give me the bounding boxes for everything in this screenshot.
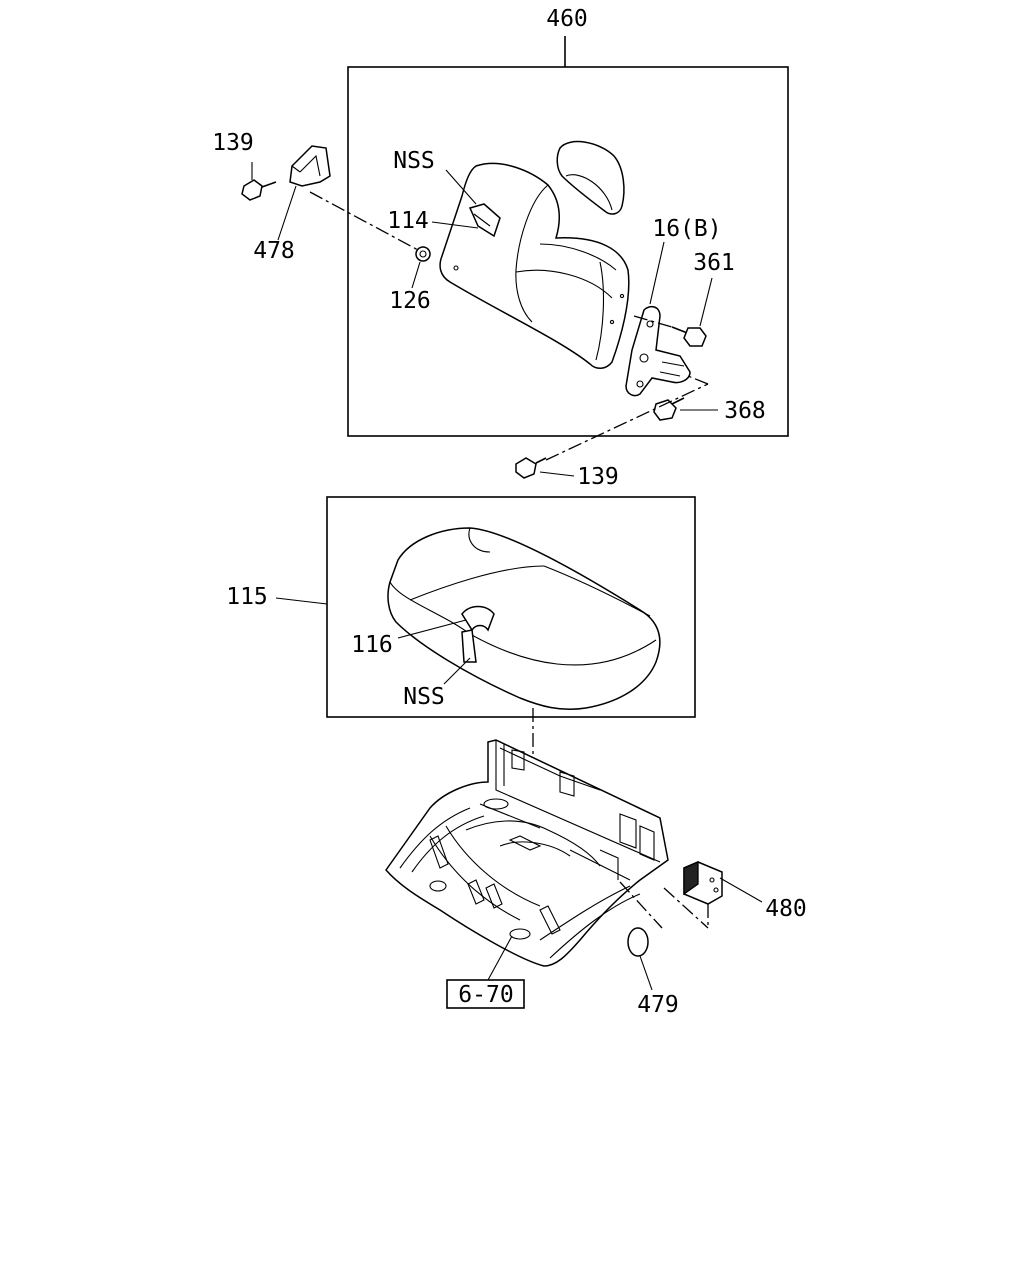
seatback-assembly-box (347, 66, 789, 437)
leader-479 (639, 955, 653, 991)
bolt-361 (633, 315, 707, 347)
dash-hinge-short (687, 375, 709, 385)
label-480: 480 (765, 896, 807, 922)
hinge-bracket (625, 305, 691, 397)
label-nss-top: NSS (393, 148, 435, 174)
leader-16b (649, 241, 665, 305)
leader-478 (277, 185, 297, 241)
bolt-139-top (241, 179, 277, 201)
floor-panel (385, 739, 669, 967)
label-16b: 16(B) (652, 216, 721, 242)
label-nss-bottom: NSS (403, 684, 445, 710)
cushion-assembly-box (326, 496, 696, 718)
label-460: 460 (546, 6, 588, 32)
leader-361 (699, 277, 713, 327)
label-6-70: 6-70 (458, 982, 513, 1008)
nut-126 (415, 246, 431, 262)
label-478: 478 (253, 238, 295, 264)
ref-box-6-70 (446, 979, 525, 1009)
seat-back (439, 140, 630, 369)
leader-6-70 (487, 935, 513, 981)
label-139-bottom: 139 (577, 464, 619, 490)
leader-115 (275, 597, 328, 605)
bracket-478 (289, 145, 331, 187)
bolt-368 (653, 397, 685, 421)
label-116: 116 (351, 632, 393, 658)
clip-480 (683, 861, 723, 905)
leader-nss-top (445, 169, 477, 205)
leader-126 (411, 261, 421, 289)
bolt-139-bottom (515, 457, 547, 479)
seat-cushion (387, 527, 661, 711)
label-361: 361 (693, 250, 735, 276)
dash-floor-to-clip (663, 887, 709, 929)
label-126: 126 (389, 288, 431, 314)
leader-114 (431, 221, 479, 229)
leader-nss-bottom (443, 657, 471, 685)
dash-floor-to-plug (619, 881, 663, 929)
dash-bracket-to-nut (309, 191, 419, 251)
leader-480 (719, 877, 763, 903)
label-479: 479 (637, 992, 679, 1018)
plug-479 (627, 927, 649, 957)
label-114: 114 (387, 208, 429, 234)
dash-bolt-to-hinge (545, 383, 709, 461)
leader-116 (397, 619, 467, 639)
label-139-top: 139 (212, 130, 254, 156)
leader-139-bottom (539, 471, 575, 477)
label-115: 115 (226, 584, 268, 610)
label-368: 368 (724, 398, 766, 424)
